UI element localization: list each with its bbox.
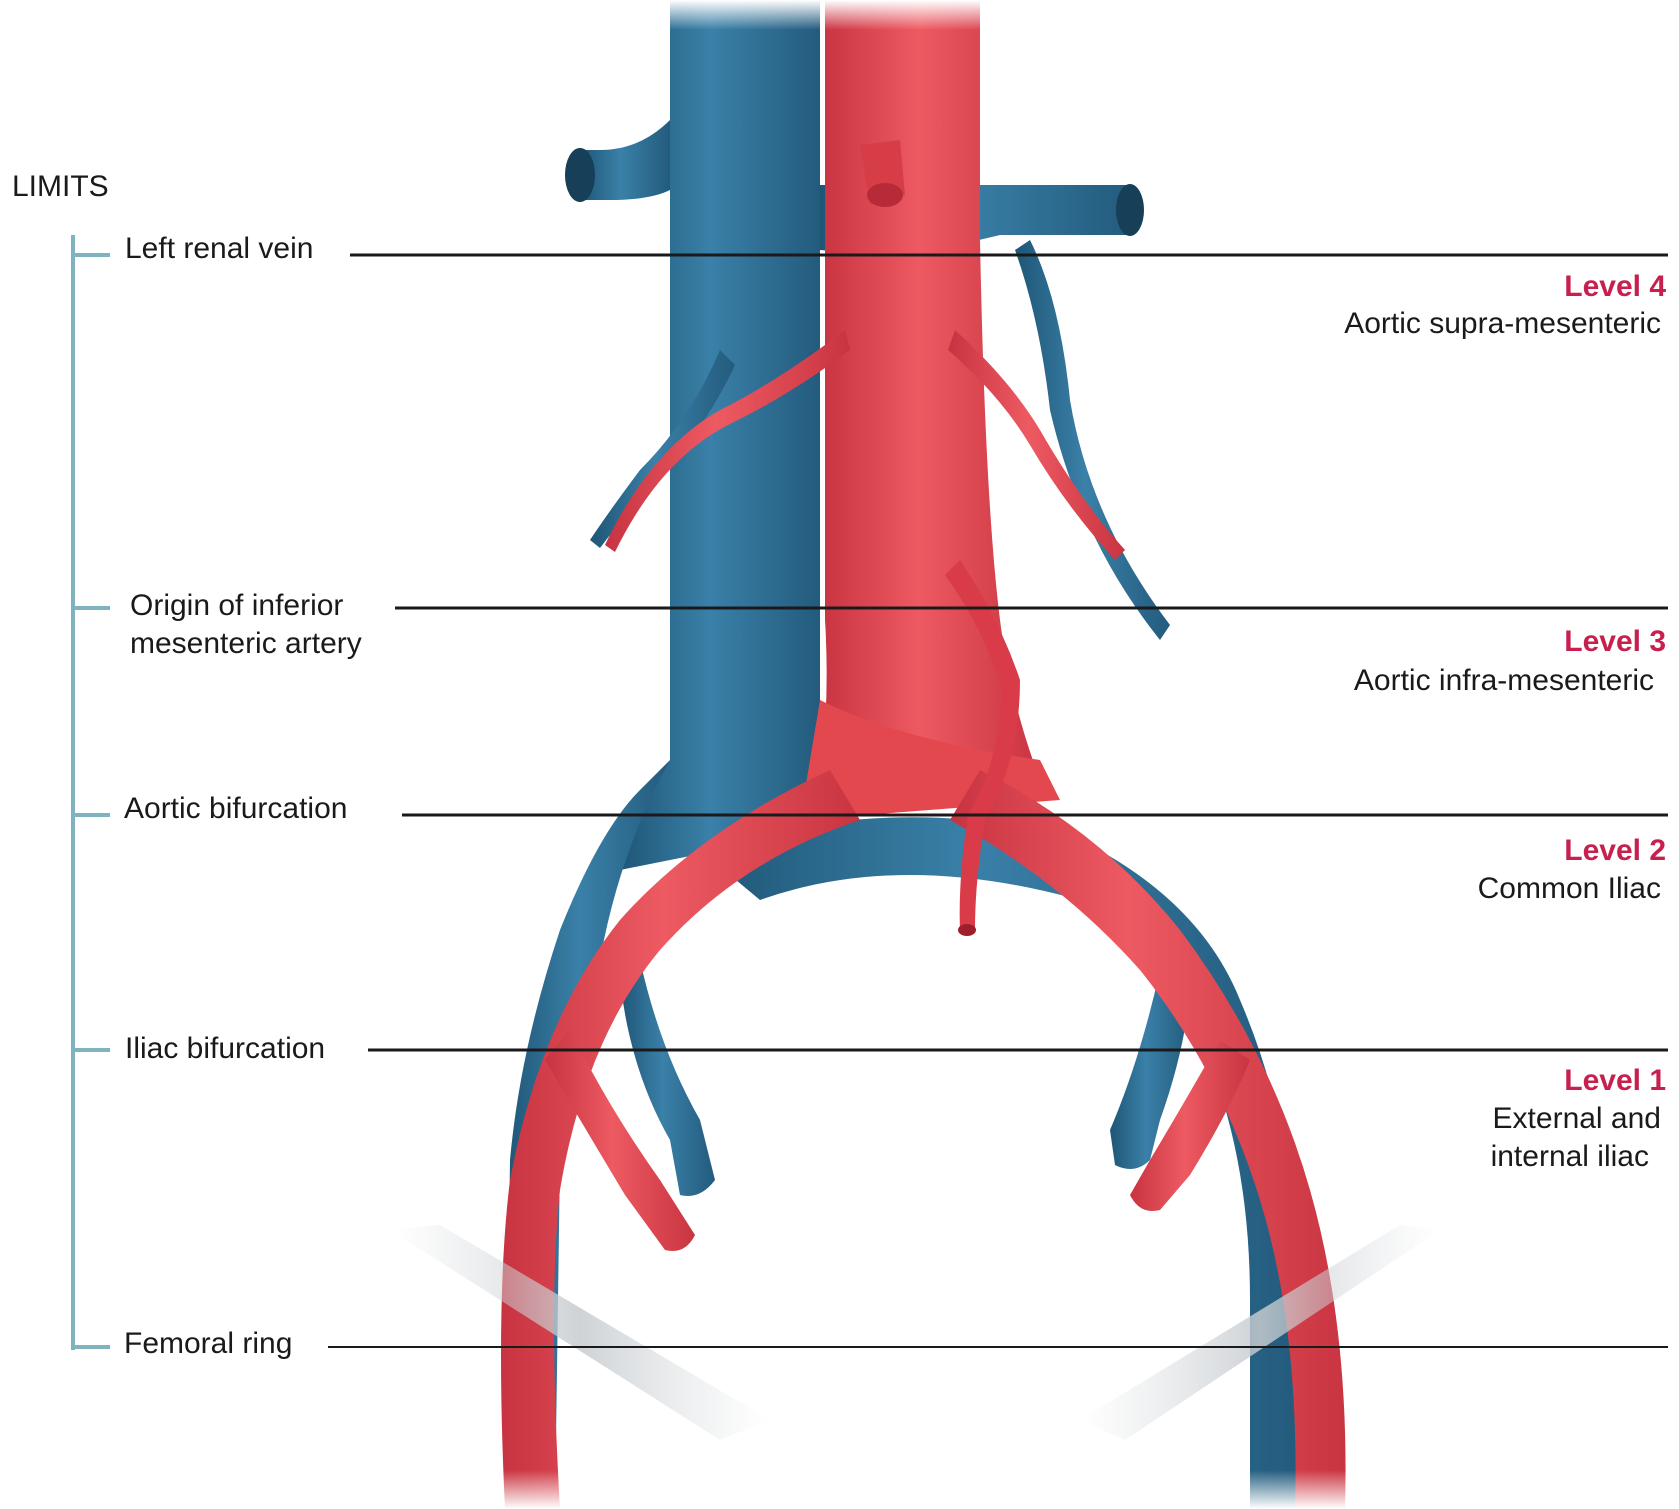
limit-label-iliac-bifurcation: Iliac bifurcation [125,1032,326,1065]
level-lines [328,253,1668,1348]
limit-label-femoral-ring: Femoral ring [124,1327,293,1360]
limit-label-inferior-mesenteric: Origin of inferior mesenteric artery [130,587,362,663]
level-1-description-line1: External and [1492,1102,1661,1135]
limit-label-aortic-bifurcation: Aortic bifurcation [124,792,348,825]
level-3-description: Aortic infra-mesenteric [1353,664,1654,697]
level-4-description: Aortic supra-mesenteric [1344,307,1661,340]
limits-bracket [71,235,110,1350]
level-3-name: Level 3 [1564,625,1666,658]
inguinal-ligament [390,1225,1440,1440]
level-2-description: Common Iliac [1477,872,1661,905]
level-1-name: Level 1 [1564,1064,1666,1097]
level-1-description: External and internal iliac [1491,1100,1661,1176]
level-4-name: Level 4 [1564,270,1666,303]
limit-label-left-renal-vein: Left renal vein [125,232,314,265]
level-1-description-line2: internal iliac [1490,1140,1649,1173]
abdominal-aorta [501,0,1346,1509]
level-2-name: Level 2 [1564,834,1666,867]
limit-label-inferior-mesenteric-line2: mesenteric artery [130,627,362,660]
limit-label-inferior-mesenteric-line1: Origin of inferior [130,589,344,622]
limits-heading: LIMITS [12,170,109,203]
